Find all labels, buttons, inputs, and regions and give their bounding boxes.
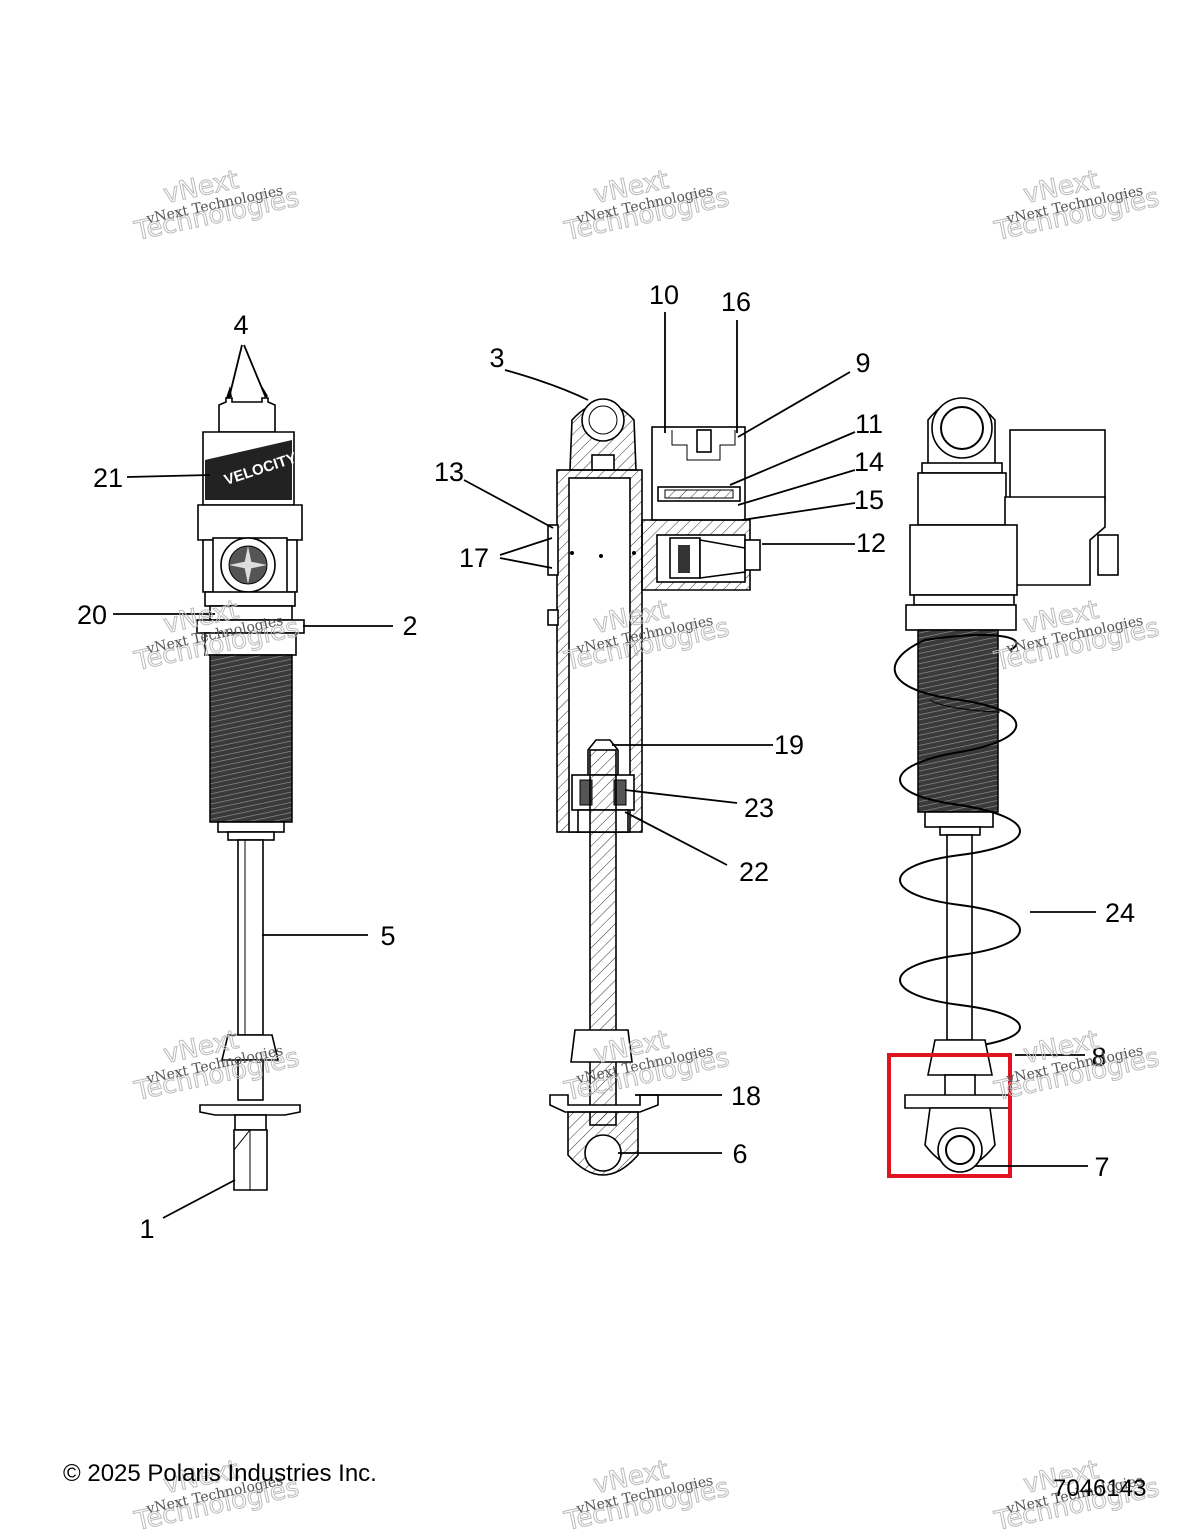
callout-23: 23 [744, 793, 774, 823]
callout-20: 20 [77, 600, 107, 630]
callout-11: 11 [855, 409, 883, 439]
callout-14: 14 [854, 447, 884, 477]
callout-labels: 4 21 20 2 5 1 3 10 16 9 11 14 15 12 13 1… [77, 280, 1135, 1244]
highlight-box [887, 1053, 1012, 1178]
callout-19: 19 [774, 730, 804, 760]
callout-6: 6 [732, 1139, 747, 1169]
callout-7: 7 [1094, 1152, 1109, 1182]
callout-18: 18 [731, 1081, 761, 1111]
callout-16: 16 [721, 287, 751, 317]
center-shock-cross-section [547, 398, 761, 1176]
copyright-notice: © 2025 Polaris Industries Inc. [63, 1460, 377, 1487]
right-shock-with-spring [893, 397, 1119, 1173]
callout-17: 17 [459, 543, 489, 573]
callout-15: 15 [854, 485, 884, 515]
callout-3: 3 [489, 343, 504, 373]
callout-5: 5 [380, 921, 395, 951]
callout-8: 8 [1091, 1042, 1106, 1072]
callout-21: 21 [93, 463, 123, 493]
callout-22: 22 [739, 857, 769, 887]
callout-4: 4 [233, 310, 248, 340]
callout-2: 2 [402, 611, 417, 641]
callout-13: 13 [434, 457, 464, 487]
callout-1: 1 [139, 1214, 154, 1244]
left-shock-exterior-view: VELOCITY [196, 397, 305, 1191]
leader-lines [113, 312, 1096, 1219]
figure-id: 7046143 [1053, 1475, 1147, 1502]
callout-10: 10 [649, 280, 679, 310]
callout-9: 9 [855, 348, 870, 378]
callout-24: 24 [1105, 898, 1135, 928]
callout-12: 12 [856, 528, 886, 558]
